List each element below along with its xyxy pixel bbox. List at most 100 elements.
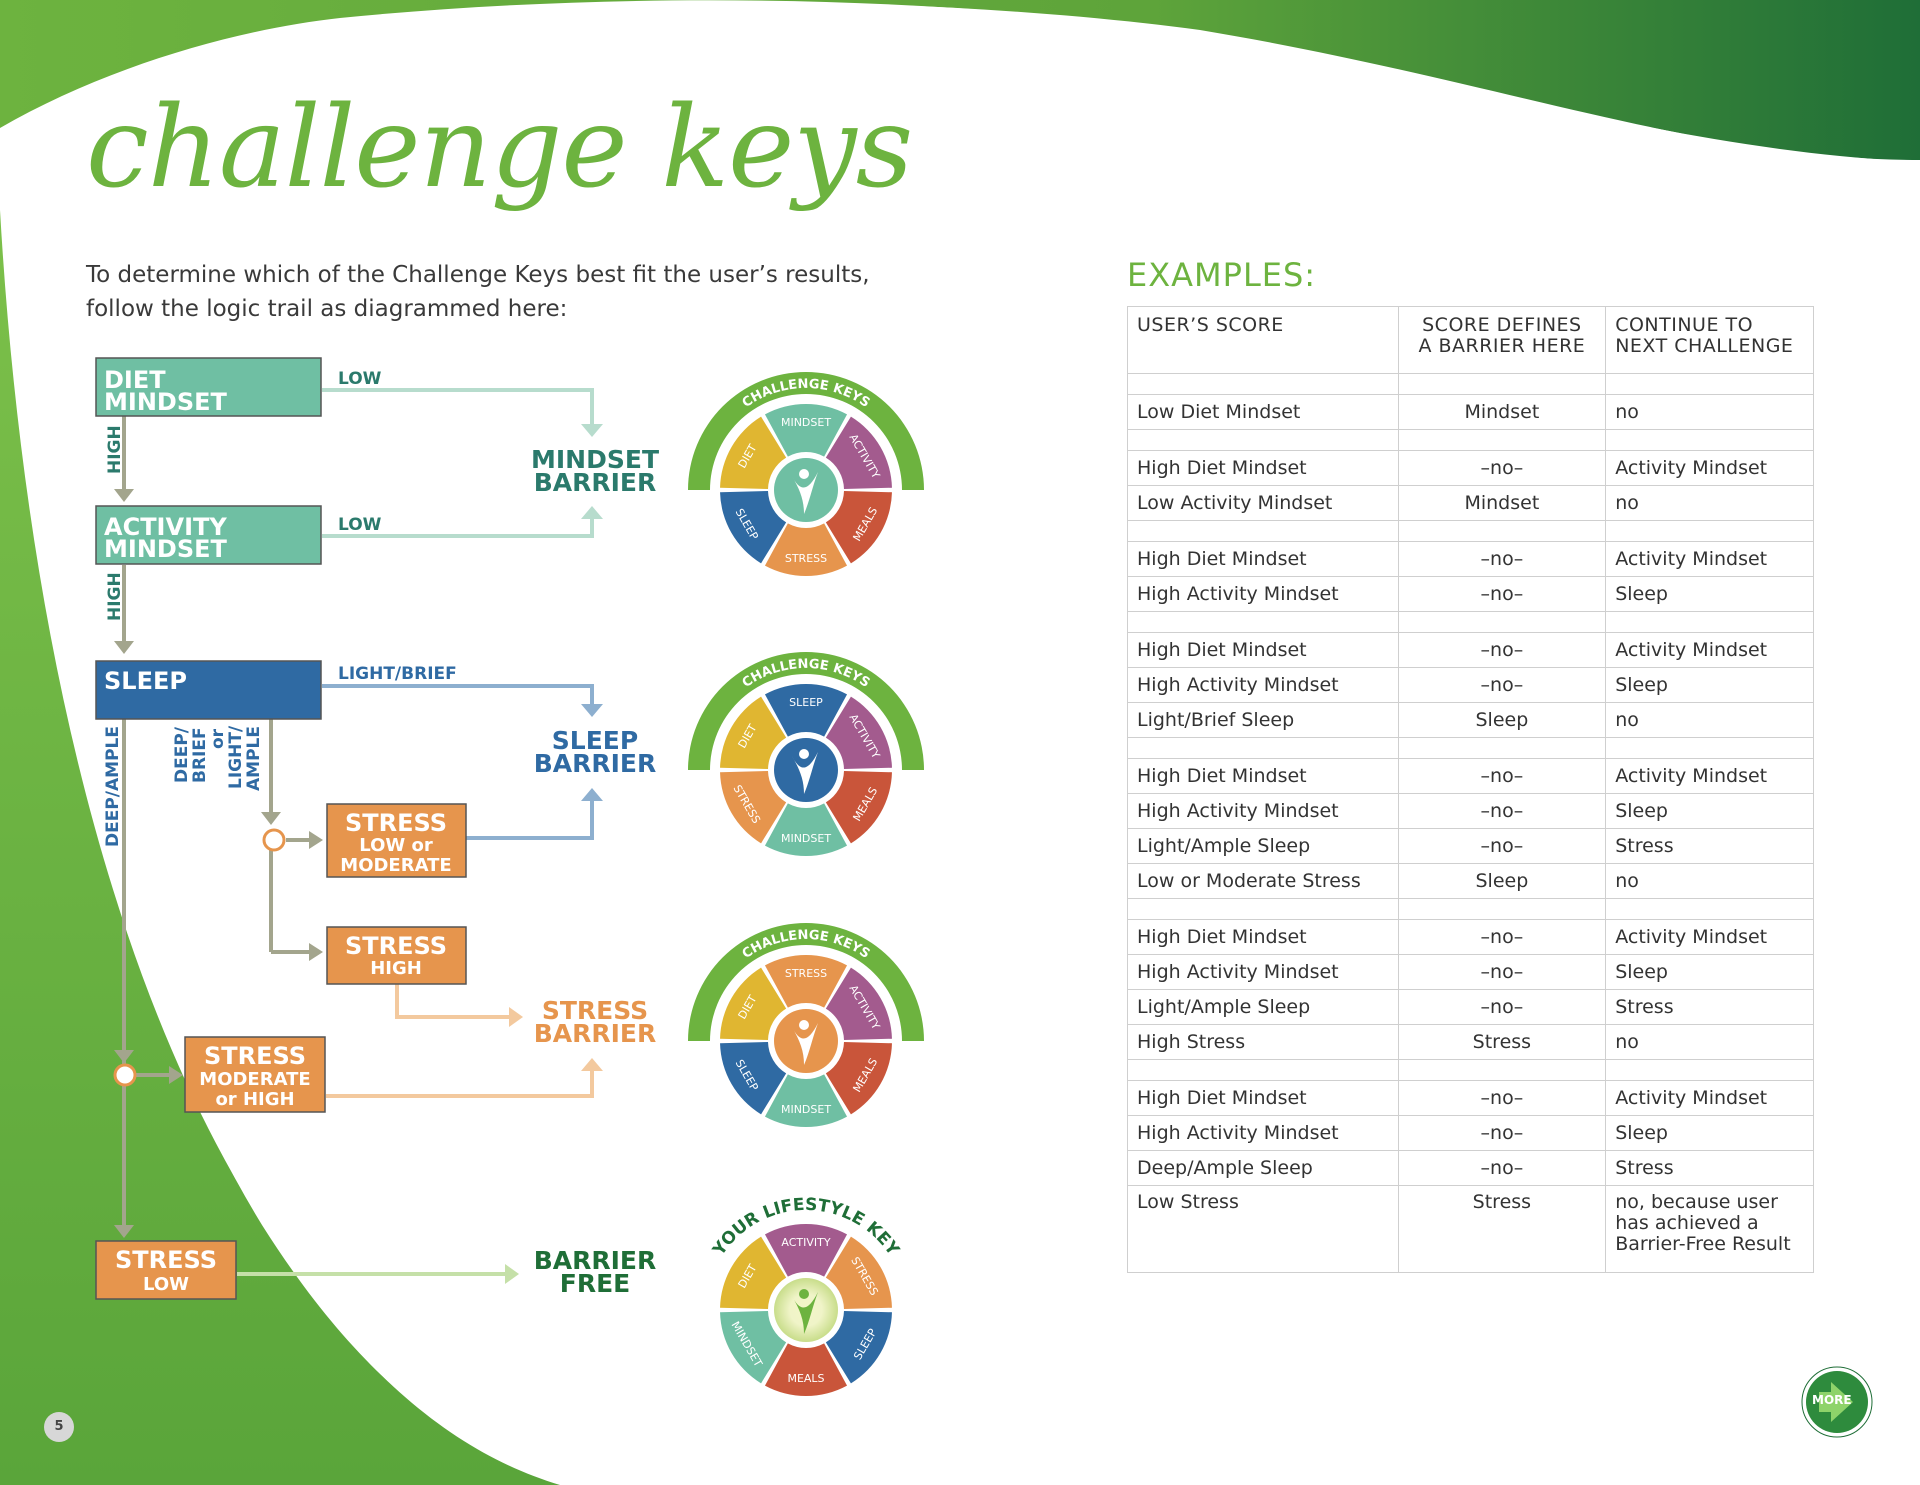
wheel-segment-mindset	[720, 1310, 787, 1384]
header-text: A BARRIER HERE	[1418, 335, 1586, 357]
wheel-segment-sleep	[720, 1041, 787, 1115]
table-row: High Diet Mindset–no–Activity Mindset	[1127, 541, 1814, 577]
cell-users-score: High Activity Mindset	[1127, 667, 1399, 703]
cell-continue: Stress	[1605, 1150, 1814, 1186]
challenge-keys-arc	[688, 652, 924, 770]
cell-continue: no	[1605, 1024, 1814, 1060]
cell-continue: Activity Mindset	[1605, 1080, 1814, 1116]
gray-arrowheads	[114, 489, 323, 1238]
cell-users-score: High Diet Mindset	[1127, 919, 1399, 955]
cell-barrier: Sleep	[1397, 702, 1607, 738]
spacer-cell	[1397, 611, 1607, 633]
cell-barrier: –no–	[1397, 919, 1607, 955]
header-text: SCORE DEFINES	[1422, 314, 1582, 336]
wheel-segment-label: ACTIVITY	[781, 1236, 830, 1249]
cell-barrier: Stress	[1397, 1185, 1607, 1273]
wheel-1: CHALLENGE KEYSMINDSETACTIVITYMEALSSTRESS…	[688, 372, 924, 580]
spacer-cell	[1127, 429, 1399, 451]
spacer-cell	[1605, 898, 1814, 920]
cell-continue: Activity Mindset	[1605, 758, 1814, 794]
header-text: CONTINUE TO	[1615, 314, 1754, 336]
cell-continue: Sleep	[1605, 1115, 1814, 1151]
person-head-icon	[799, 749, 809, 759]
spacer-cell	[1397, 373, 1607, 395]
wheel-segment-meals	[825, 1041, 892, 1115]
cell-users-score: High Diet Mindset	[1127, 1080, 1399, 1116]
wheel-segment-activity	[825, 967, 892, 1041]
high-label-1: HIGH	[105, 425, 125, 474]
gray-connectors	[122, 413, 310, 1228]
diet-mindset-box: DIET MINDSET	[95, 357, 322, 417]
table-row: High Activity Mindset–no–Sleep	[1127, 1115, 1814, 1151]
cell-continue: Activity Mindset	[1605, 632, 1814, 668]
cell-barrier: Mindset	[1397, 394, 1607, 430]
low-label-1: LOW	[338, 369, 382, 389]
table-row: High Activity Mindset–no–Sleep	[1127, 667, 1814, 703]
cell-continue: no	[1605, 863, 1814, 899]
table-spacer-row	[1127, 737, 1814, 759]
cell-continue: Sleep	[1605, 793, 1814, 829]
stress-mh-label-3: or HIGH	[215, 1089, 294, 1110]
cell-barrier: –no–	[1397, 450, 1607, 486]
table-spacer-row	[1127, 373, 1814, 395]
cell-barrier: –no–	[1397, 1080, 1607, 1116]
branch-label-4: LIGHT/	[226, 725, 246, 789]
cell-barrier: –no–	[1397, 576, 1607, 612]
cell-barrier: Stress	[1397, 1024, 1607, 1060]
wheel-segment-label: MINDSET	[781, 416, 831, 429]
cell-barrier: Mindset	[1397, 485, 1607, 521]
mindset-barrier-label-2: BARRIER	[534, 468, 657, 497]
stress-low-label-2: LOW	[143, 1274, 189, 1295]
wheel-segment-label: SLEEP	[789, 696, 823, 709]
cell-continue: Stress	[1605, 989, 1814, 1025]
examples-heading: EXAMPLES:	[1127, 256, 1317, 294]
cell-users-score: Low Stress	[1127, 1185, 1399, 1273]
light-brief-label: LIGHT/BRIEF	[338, 664, 457, 684]
wheel-segment-meals	[825, 770, 892, 844]
cell-users-score: High Stress	[1127, 1024, 1399, 1060]
spacer-cell	[1605, 520, 1814, 542]
stress-lm-label: STRESS	[345, 809, 447, 837]
cell-barrier: –no–	[1397, 1115, 1607, 1151]
activity-mindset-label-2: MINDSET	[104, 535, 228, 563]
more-button[interactable]	[1801, 1366, 1873, 1438]
person-figure-icon	[792, 1292, 818, 1334]
stress-moderate-high-box: STRESS MODERATE or HIGH	[184, 1036, 326, 1113]
stress-lm-label-2: LOW or	[359, 835, 433, 856]
stress-lm-label-3: MODERATE	[340, 855, 451, 876]
table-spacer-row	[1127, 520, 1814, 542]
branch-label-3: or	[208, 728, 228, 749]
wheel-segment-meals	[764, 1343, 848, 1396]
activity-mindset-box: ACTIVITY MINDSET	[95, 505, 322, 565]
challenge-key-wheels: CHALLENGE KEYSMINDSETACTIVITYMEALSSTRESS…	[688, 372, 924, 1400]
cell-users-score: Light/Ample Sleep	[1127, 989, 1399, 1025]
high-label-2: HIGH	[105, 572, 125, 621]
table-row: Deep/Ample Sleep–no–Stress	[1127, 1150, 1814, 1186]
cell-continue: Sleep	[1605, 667, 1814, 703]
cell-continue: no	[1605, 485, 1814, 521]
cell-barrier: –no–	[1397, 954, 1607, 990]
cell-users-score: High Diet Mindset	[1127, 758, 1399, 794]
wheel-segment-stress	[720, 770, 787, 844]
sleep-label: SLEEP	[104, 667, 187, 695]
person-figure-icon	[792, 472, 818, 514]
mindset-barrier-label: MINDSET	[531, 445, 659, 474]
challenge-keys-arc	[688, 923, 924, 1041]
top-wave-highlight	[0, 0, 1920, 178]
diet-mindset-label-2: MINDSET	[104, 388, 228, 416]
spacer-cell	[1127, 611, 1399, 633]
header-text: NEXT CHALLENGE	[1615, 335, 1794, 357]
cell-users-score: Low Activity Mindset	[1127, 485, 1399, 521]
branch-label-1: DEEP/	[172, 726, 192, 783]
spacer-cell	[1605, 1059, 1814, 1081]
cell-users-score: High Diet Mindset	[1127, 541, 1399, 577]
challenge-keys-arc	[688, 372, 924, 490]
cell-users-score: High Activity Mindset	[1127, 576, 1399, 612]
arrow-right-icon	[1819, 1382, 1853, 1422]
